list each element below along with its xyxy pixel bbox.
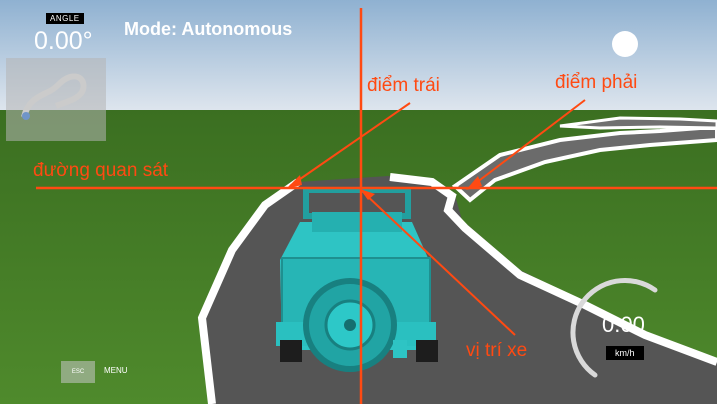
vehicle: [276, 187, 438, 372]
speed-unit-badge: km/h: [606, 346, 644, 360]
annotation-observation-line: đường quan sát: [33, 160, 169, 181]
road-edge-left: [197, 178, 301, 404]
arrowhead-left-point: [286, 175, 302, 189]
tow-hitch: [393, 340, 407, 358]
esc-button[interactable]: ESC: [61, 361, 95, 383]
arrowhead-right-point: [466, 176, 482, 190]
arrow-car-position: [363, 192, 516, 336]
wheel-left: [280, 340, 302, 362]
annotation-overlay: [36, 8, 717, 404]
spare-tire-center: [344, 319, 356, 331]
road-far: [451, 126, 717, 203]
sky: [0, 0, 717, 112]
sun: [612, 31, 638, 57]
arrowhead-car-position: [360, 189, 375, 200]
drive-mode-label: Mode: Autonomous: [124, 19, 293, 39]
arrow-right-point: [471, 99, 586, 187]
minimap[interactable]: [6, 58, 106, 141]
annotation-right-point: điểm phải: [555, 72, 638, 93]
vehicle-seat: [312, 212, 402, 232]
arrow-left-point: [289, 102, 411, 187]
road-edge-right: [389, 173, 717, 366]
road-far-upper: [559, 116, 717, 130]
annotation-left-point: điểm trái: [367, 75, 440, 96]
menu-label[interactable]: MENU: [104, 366, 128, 375]
speedometer-gauge: [570, 278, 658, 378]
speed-readout: 0.00: [602, 312, 645, 337]
wheel-right: [416, 340, 438, 362]
angle-badge: ANGLE: [46, 13, 84, 24]
annotation-car-position: vị trí xe: [466, 340, 528, 361]
steering-angle-readout: 0.00°: [34, 27, 93, 55]
